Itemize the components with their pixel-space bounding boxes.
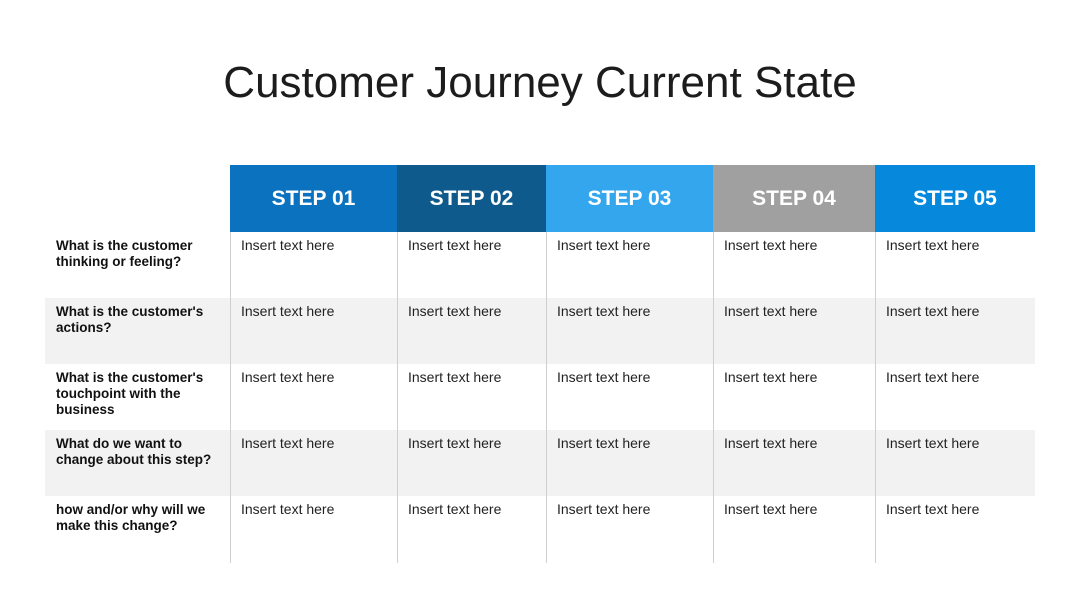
table-cell[interactable]: Insert text here — [557, 501, 651, 517]
table-cell[interactable]: Insert text here — [557, 303, 651, 319]
table-cell[interactable]: Insert text here — [408, 501, 502, 517]
table-cell[interactable]: Insert text here — [724, 501, 818, 517]
step-header-2: STEP 02 — [397, 165, 546, 232]
column-divider — [713, 232, 714, 563]
table-cell[interactable]: Insert text here — [557, 435, 651, 451]
page-title: Customer Journey Current State — [223, 58, 857, 107]
column-divider — [546, 232, 547, 563]
table-cell[interactable]: Insert text here — [886, 435, 980, 451]
table-cell[interactable]: Insert text here — [241, 435, 335, 451]
step-header-5: STEP 05 — [875, 165, 1035, 232]
column-divider — [875, 232, 876, 563]
table-cell[interactable]: Insert text here — [886, 369, 980, 385]
table-cell[interactable]: Insert text here — [724, 237, 818, 253]
table-cell[interactable]: Insert text here — [724, 435, 818, 451]
row-label: how and/or why will we make this change? — [56, 502, 206, 533]
table-cell[interactable]: Insert text here — [557, 369, 651, 385]
step-header-4: STEP 04 — [713, 165, 875, 232]
row-label: What is the customer's actions? — [56, 304, 204, 335]
table-cell[interactable]: Insert text here — [724, 303, 818, 319]
table-cell[interactable]: Insert text here — [241, 369, 335, 385]
column-divider — [397, 232, 398, 563]
row-label: What is the customer's touchpoint with t… — [56, 370, 204, 417]
step-header-1: STEP 01 — [230, 165, 397, 232]
step-header-3: STEP 03 — [546, 165, 713, 232]
table-cell[interactable]: Insert text here — [241, 501, 335, 517]
table-cell[interactable]: Insert text here — [241, 237, 335, 253]
column-divider — [230, 232, 231, 563]
row-label: What is the customer thinking or feeling… — [56, 238, 193, 269]
table-cell[interactable]: Insert text here — [886, 237, 980, 253]
row-band — [45, 298, 1035, 364]
table-cell[interactable]: Insert text here — [408, 369, 502, 385]
table-cell[interactable]: Insert text here — [241, 303, 335, 319]
table-cell[interactable]: Insert text here — [886, 303, 980, 319]
table-cell[interactable]: Insert text here — [408, 435, 502, 451]
table-cell[interactable]: Insert text here — [724, 369, 818, 385]
table-cell[interactable]: Insert text here — [408, 303, 502, 319]
table-cell[interactable]: Insert text here — [886, 501, 980, 517]
table-cell[interactable]: Insert text here — [408, 237, 502, 253]
row-label: What do we want to change about this ste… — [56, 436, 212, 467]
row-band — [45, 430, 1035, 496]
table-cell[interactable]: Insert text here — [557, 237, 651, 253]
